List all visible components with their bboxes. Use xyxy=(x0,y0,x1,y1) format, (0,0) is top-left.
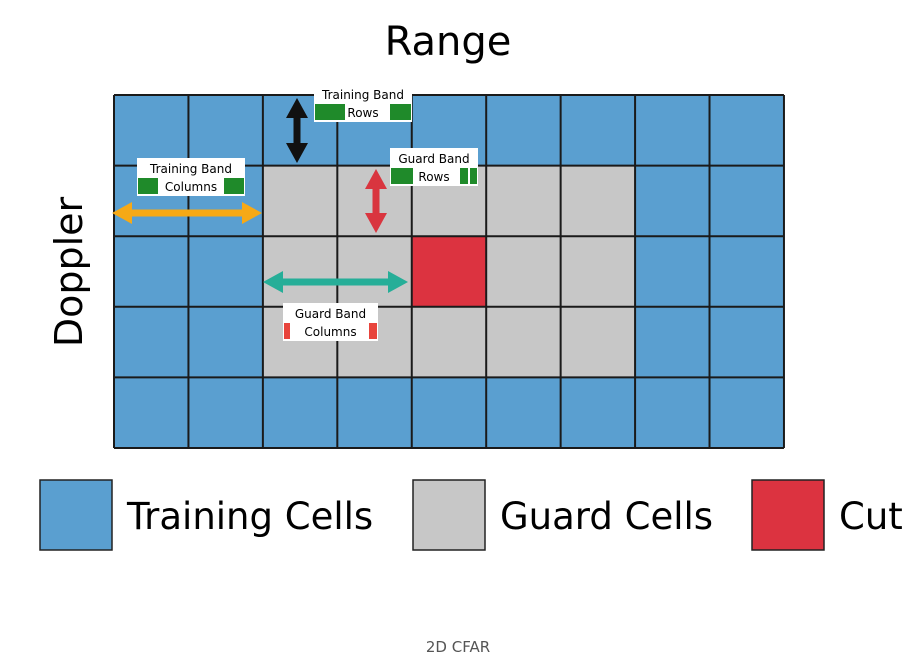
training-cell xyxy=(188,236,263,307)
label-bar-right xyxy=(224,178,244,194)
band-arrows xyxy=(112,98,408,293)
training-cell xyxy=(188,95,263,166)
training-cell xyxy=(635,377,710,448)
training-cell xyxy=(635,95,710,166)
training-cell xyxy=(560,377,636,448)
training-cell xyxy=(635,306,710,378)
label-line-2: Rows xyxy=(418,170,449,184)
legend-label: Cut xyxy=(839,495,903,538)
training-cell xyxy=(486,95,561,166)
y-axis-label: Doppler xyxy=(47,196,91,347)
training-band-rows-arrow xyxy=(286,98,308,163)
training-cell xyxy=(709,165,784,237)
legend-item: Training Cells xyxy=(39,479,373,551)
guard-cell xyxy=(486,165,561,237)
figure-caption: 2D CFAR xyxy=(425,638,491,656)
label-bar-left xyxy=(138,178,158,194)
training-cell xyxy=(635,165,710,237)
guard-cell xyxy=(486,236,561,307)
legend-item: Guard Cells xyxy=(412,479,713,551)
label-bar-right xyxy=(390,104,411,120)
guard-band-rows-arrow xyxy=(365,169,387,233)
training-cell xyxy=(114,306,189,378)
legend-label: Training Cells xyxy=(126,495,373,538)
training-cell xyxy=(486,377,561,448)
label-line-1: Training Band xyxy=(321,88,404,102)
training-cell xyxy=(188,306,263,378)
cfar-diagram: Range Doppler Training BandRowsTraining … xyxy=(39,19,903,551)
guard-cell xyxy=(411,306,487,378)
guard-cell xyxy=(337,236,412,307)
training-cell xyxy=(114,95,189,166)
training-cell xyxy=(411,377,487,448)
guard-cell xyxy=(560,306,636,378)
training-cell xyxy=(635,236,710,307)
training-band-columns-arrow xyxy=(112,202,262,224)
label-bar-left xyxy=(391,168,413,184)
label-line-2: Columns xyxy=(304,325,356,339)
guard-cell xyxy=(262,165,338,237)
legend-swatch xyxy=(39,479,113,551)
guard-cell xyxy=(560,236,636,307)
label-bar-left xyxy=(315,104,345,120)
legend-swatch xyxy=(751,479,825,551)
training-cell xyxy=(337,377,412,448)
training-cell xyxy=(114,377,189,448)
training-cell xyxy=(709,236,784,307)
cell-grid xyxy=(113,94,785,449)
cut-cell xyxy=(411,236,487,307)
diagram-title: Range xyxy=(385,19,512,65)
label-bar-right xyxy=(369,323,377,339)
label-line-1: Guard Band xyxy=(398,152,469,166)
training-cell xyxy=(188,377,263,448)
legend-swatch xyxy=(412,479,486,551)
label-line-2: Rows xyxy=(347,106,378,120)
label-bar-gap xyxy=(468,168,470,184)
label-line-1: Training Band xyxy=(149,162,232,176)
legend-item: Cut xyxy=(751,479,903,551)
label-line-2: Columns xyxy=(165,180,217,194)
training-cell xyxy=(114,236,189,307)
training-cell xyxy=(262,377,338,448)
legend-label: Guard Cells xyxy=(500,495,713,538)
guard-cell xyxy=(486,306,561,378)
label-box xyxy=(283,303,378,341)
label-bar-left xyxy=(284,323,290,339)
guard-band-columns-arrow xyxy=(263,271,408,293)
training-cell xyxy=(709,306,784,378)
guard-cell xyxy=(560,165,636,237)
legend: Training Cells Guard Cells Cut xyxy=(39,479,903,551)
training-cell xyxy=(709,95,784,166)
guard-cell xyxy=(262,236,338,307)
training-cell xyxy=(560,95,636,166)
training-cell xyxy=(709,377,784,448)
label-line-1: Guard Band xyxy=(295,307,366,321)
